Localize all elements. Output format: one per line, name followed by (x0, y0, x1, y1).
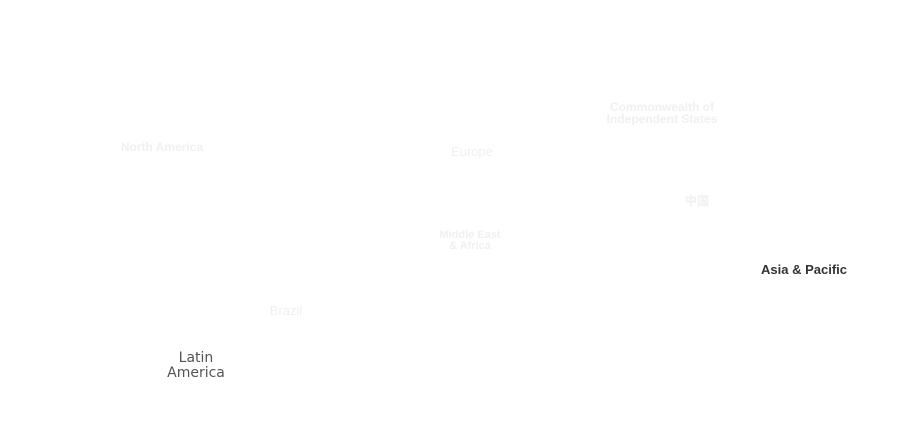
region-middle-east-africa[interactable]: Middle East & Africa (439, 230, 500, 252)
region-cis[interactable]: Commonwealth of Independent States (607, 101, 718, 125)
region-label: Latin (178, 350, 214, 366)
region-europe[interactable]: Europe (451, 144, 493, 159)
region-label: Independent States (606, 112, 718, 126)
region-china[interactable]: 中国 (685, 195, 709, 207)
region-label: & Africa (449, 240, 491, 252)
region-label: Brazil (269, 303, 303, 318)
region-label: North America (120, 140, 204, 154)
region-label: 中国 (684, 194, 710, 208)
region-label: Asia & Pacific (761, 262, 847, 277)
region-brazil[interactable]: Brazil (269, 303, 303, 318)
region-asia-pacific[interactable]: Asia & Pacific (761, 262, 847, 277)
region-latin-america[interactable]: Latin America (167, 351, 225, 381)
region-label: Middle East (439, 229, 501, 241)
region-label: Europe (451, 144, 493, 159)
region-label: Commonwealth of (610, 100, 714, 114)
region-north-america[interactable]: North America (121, 141, 203, 153)
region-label: America (167, 365, 225, 381)
